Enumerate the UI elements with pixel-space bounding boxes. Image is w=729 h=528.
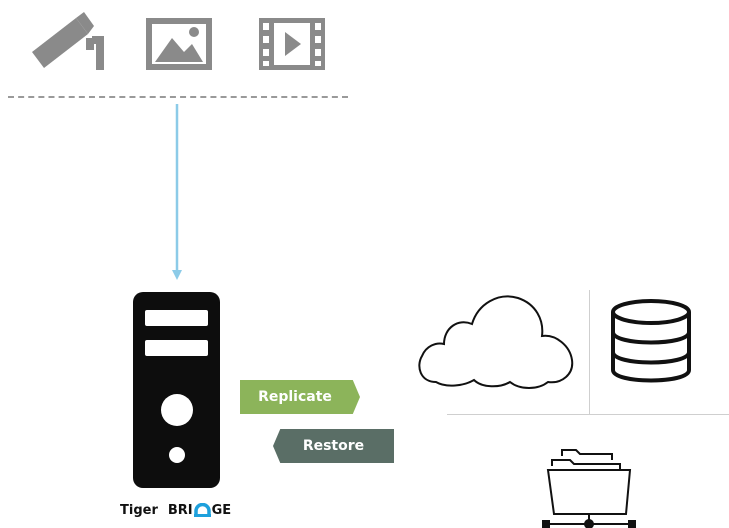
server-icon — [133, 292, 220, 488]
brand-word-tiger: Tiger — [120, 502, 158, 518]
ingest-arrow — [168, 104, 186, 282]
brand-word-bri: BRI — [167, 502, 193, 518]
bridge-logo-icon — [193, 503, 211, 517]
video-icon — [259, 18, 325, 70]
replicate-label: Replicate — [240, 380, 360, 414]
brand-word-ge: GE — [211, 502, 232, 518]
storage-divider-vertical — [589, 290, 590, 415]
cloud-icon — [414, 290, 578, 392]
source-divider — [8, 96, 348, 98]
brand-logo: Tiger BRI GE — [120, 500, 231, 520]
restore-label: Restore — [273, 429, 394, 463]
image-icon — [146, 18, 212, 70]
storage-divider-horizontal — [447, 414, 729, 415]
security-camera-icon — [28, 8, 106, 72]
network-folder-icon — [542, 446, 636, 528]
database-icon — [609, 298, 693, 386]
